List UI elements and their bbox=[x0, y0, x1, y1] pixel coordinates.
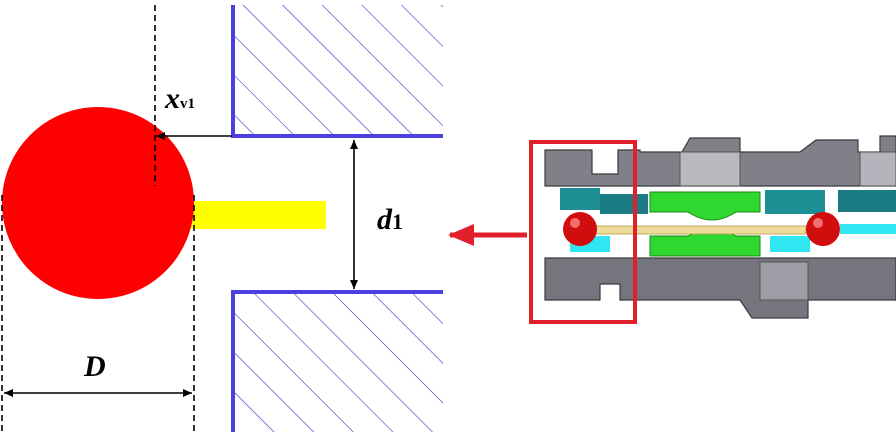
d1-label-sub: 1 bbox=[392, 209, 403, 234]
lower-seat bbox=[231, 290, 443, 432]
upper-seat bbox=[231, 5, 443, 138]
push-rod bbox=[190, 201, 326, 229]
highlight-frame bbox=[529, 140, 637, 324]
d1-label-main: d bbox=[377, 203, 392, 236]
xv1-label-sub: v1 bbox=[180, 96, 195, 112]
xv1-label-main: x bbox=[165, 82, 180, 115]
ball bbox=[2, 107, 194, 299]
D-label: D bbox=[84, 350, 106, 383]
dashed-reference-lines bbox=[1, 5, 195, 432]
valve-assembly-illustration bbox=[544, 135, 896, 319]
xv1-label: xv1 bbox=[165, 82, 195, 116]
d1-label: d1 bbox=[377, 203, 403, 237]
